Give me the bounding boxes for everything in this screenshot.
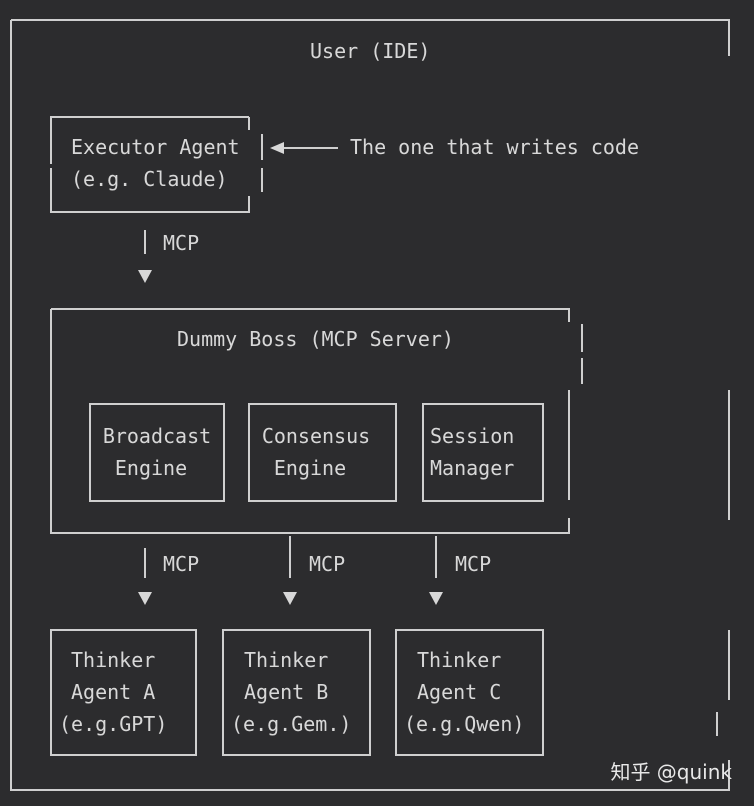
thinker-c-line-1: Thinker	[417, 648, 502, 672]
executor-line-2: (e.g. Claude)	[71, 167, 228, 191]
module-consensus-line-2: Engine	[273, 456, 347, 480]
server-title: Dummy Boss (MCP Server)	[177, 327, 454, 351]
module-broadcast-line-2: Engine	[114, 456, 188, 480]
thinker-a-line-3: (e.g.GPT)	[59, 712, 168, 736]
executor-box-border	[50, 116, 250, 213]
thinker-b-line-3: (e.g.Gem.)	[231, 712, 352, 736]
thinker-b-arrowhead	[283, 592, 297, 605]
executor-line-1: Executor Agent	[71, 135, 240, 159]
module-broadcast-line-1: Broadcast	[102, 424, 212, 448]
thinker-c-arrowhead	[429, 592, 443, 605]
executor-annotation: The one that writes code	[350, 135, 639, 159]
edge-label-executor-server: MCP	[163, 231, 200, 255]
module-session-line-1: Session	[430, 424, 515, 448]
watermark: 知乎 @quink	[610, 760, 732, 784]
module-session-line-2: Manager	[430, 456, 515, 480]
module-box-broadcast	[89, 403, 225, 502]
module-consensus-line-1: Consensus	[261, 424, 371, 448]
thinker-a-line-2: Agent A	[71, 680, 156, 704]
edge-label-thinker-b: MCP	[309, 552, 346, 576]
user-box-label: User (IDE)	[310, 39, 431, 63]
thinker-c-line-3: (e.g.Qwen)	[404, 712, 525, 736]
executor-to-server-arrowhead	[138, 270, 152, 283]
edge-label-thinker-a: MCP	[163, 552, 200, 576]
edge-label-thinker-c: MCP	[455, 552, 492, 576]
thinker-b-line-2: Agent B	[244, 680, 329, 704]
module-box-session	[422, 403, 544, 502]
server-box-border	[50, 308, 570, 534]
module-box-consensus	[248, 403, 397, 502]
server-box-right-bars	[568, 324, 583, 500]
annotation-arrowhead	[270, 142, 284, 154]
user-box-border	[10, 19, 730, 791]
thinker-c-line-2: Agent C	[417, 680, 502, 704]
thinker-a-arrowhead	[138, 592, 152, 605]
thinker-box-a	[50, 629, 197, 756]
thinker-b-line-1: Thinker	[244, 648, 329, 672]
thinker-a-line-1: Thinker	[71, 648, 156, 672]
thinker-box-b	[222, 629, 371, 756]
thinker-box-c	[395, 629, 544, 756]
